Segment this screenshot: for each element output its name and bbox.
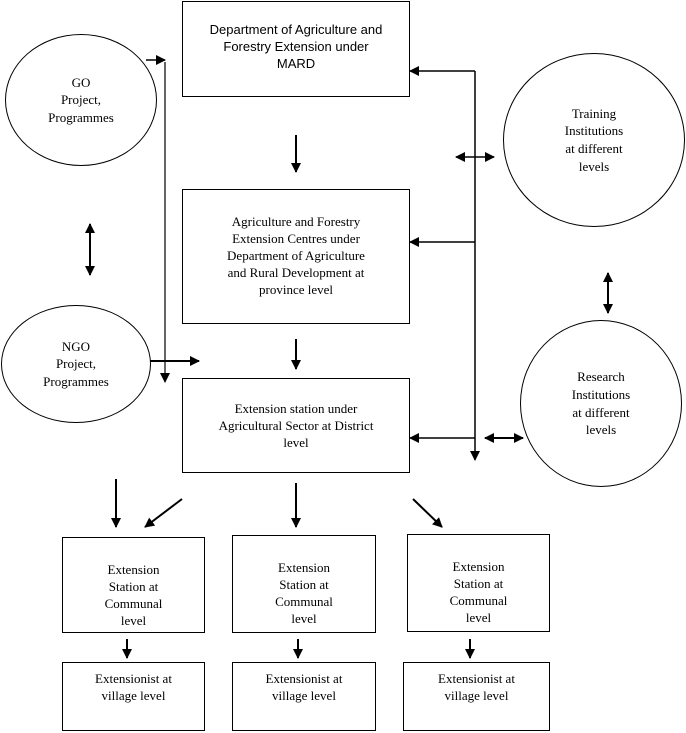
provincial-centre-label: Agriculture and Forestry Extension Centr…: [227, 214, 365, 297]
district-station-label: Extension station under Agricultural Sec…: [218, 401, 374, 450]
village-extensionist-label-3: Extensionist at village level: [438, 671, 515, 703]
provincial-centre-box: Agriculture and Forestry Extension Centr…: [182, 189, 410, 324]
communal-station-box-2: Extension Station at Communal level: [232, 535, 376, 633]
ngo-programmes-label: NGO Project, Programmes: [43, 338, 109, 389]
training-institutions-label: Training Institutions at different level…: [564, 105, 624, 174]
communal-station-box-1: Extension Station at Communal level: [62, 537, 205, 633]
communal-station-box-3: Extension Station at Communal level: [407, 534, 550, 632]
village-extensionist-box-2: Extensionist at village level: [232, 662, 376, 731]
village-extensionist-box-1: Extensionist at village level: [62, 662, 205, 731]
research-institutions-label: Research Institutions at different level…: [571, 369, 631, 438]
training-institutions-circle: Training Institutions at different level…: [503, 53, 685, 227]
ngo-programmes-circle: NGO Project, Programmes: [1, 305, 151, 423]
village-extensionist-label-2: Extensionist at village level: [265, 671, 343, 703]
village-extensionist-box-3: Extensionist at village level: [403, 662, 550, 731]
dafe-box: Department of Agriculture and Forestry E…: [182, 1, 410, 97]
dafe-label: Department of Agriculture and Forestry E…: [209, 22, 383, 71]
arrow-district-to-communal-3: [412, 498, 443, 528]
go-programmes-circle: GO Project, Programmes: [5, 34, 157, 166]
communal-station-label-1: Extension Station at Communal level: [104, 562, 163, 628]
communal-station-label-3: Extension Station at Communal level: [449, 559, 508, 625]
village-extensionist-label-1: Extensionist at village level: [95, 671, 172, 703]
go-programmes-label: GO Project, Programmes: [48, 74, 114, 125]
communal-station-label-2: Extension Station at Communal level: [275, 560, 333, 626]
district-station-box: Extension station under Agricultural Sec…: [182, 378, 410, 473]
research-institutions-circle: Research Institutions at different level…: [520, 320, 682, 487]
arrow-district-to-communal-1: [144, 498, 183, 528]
